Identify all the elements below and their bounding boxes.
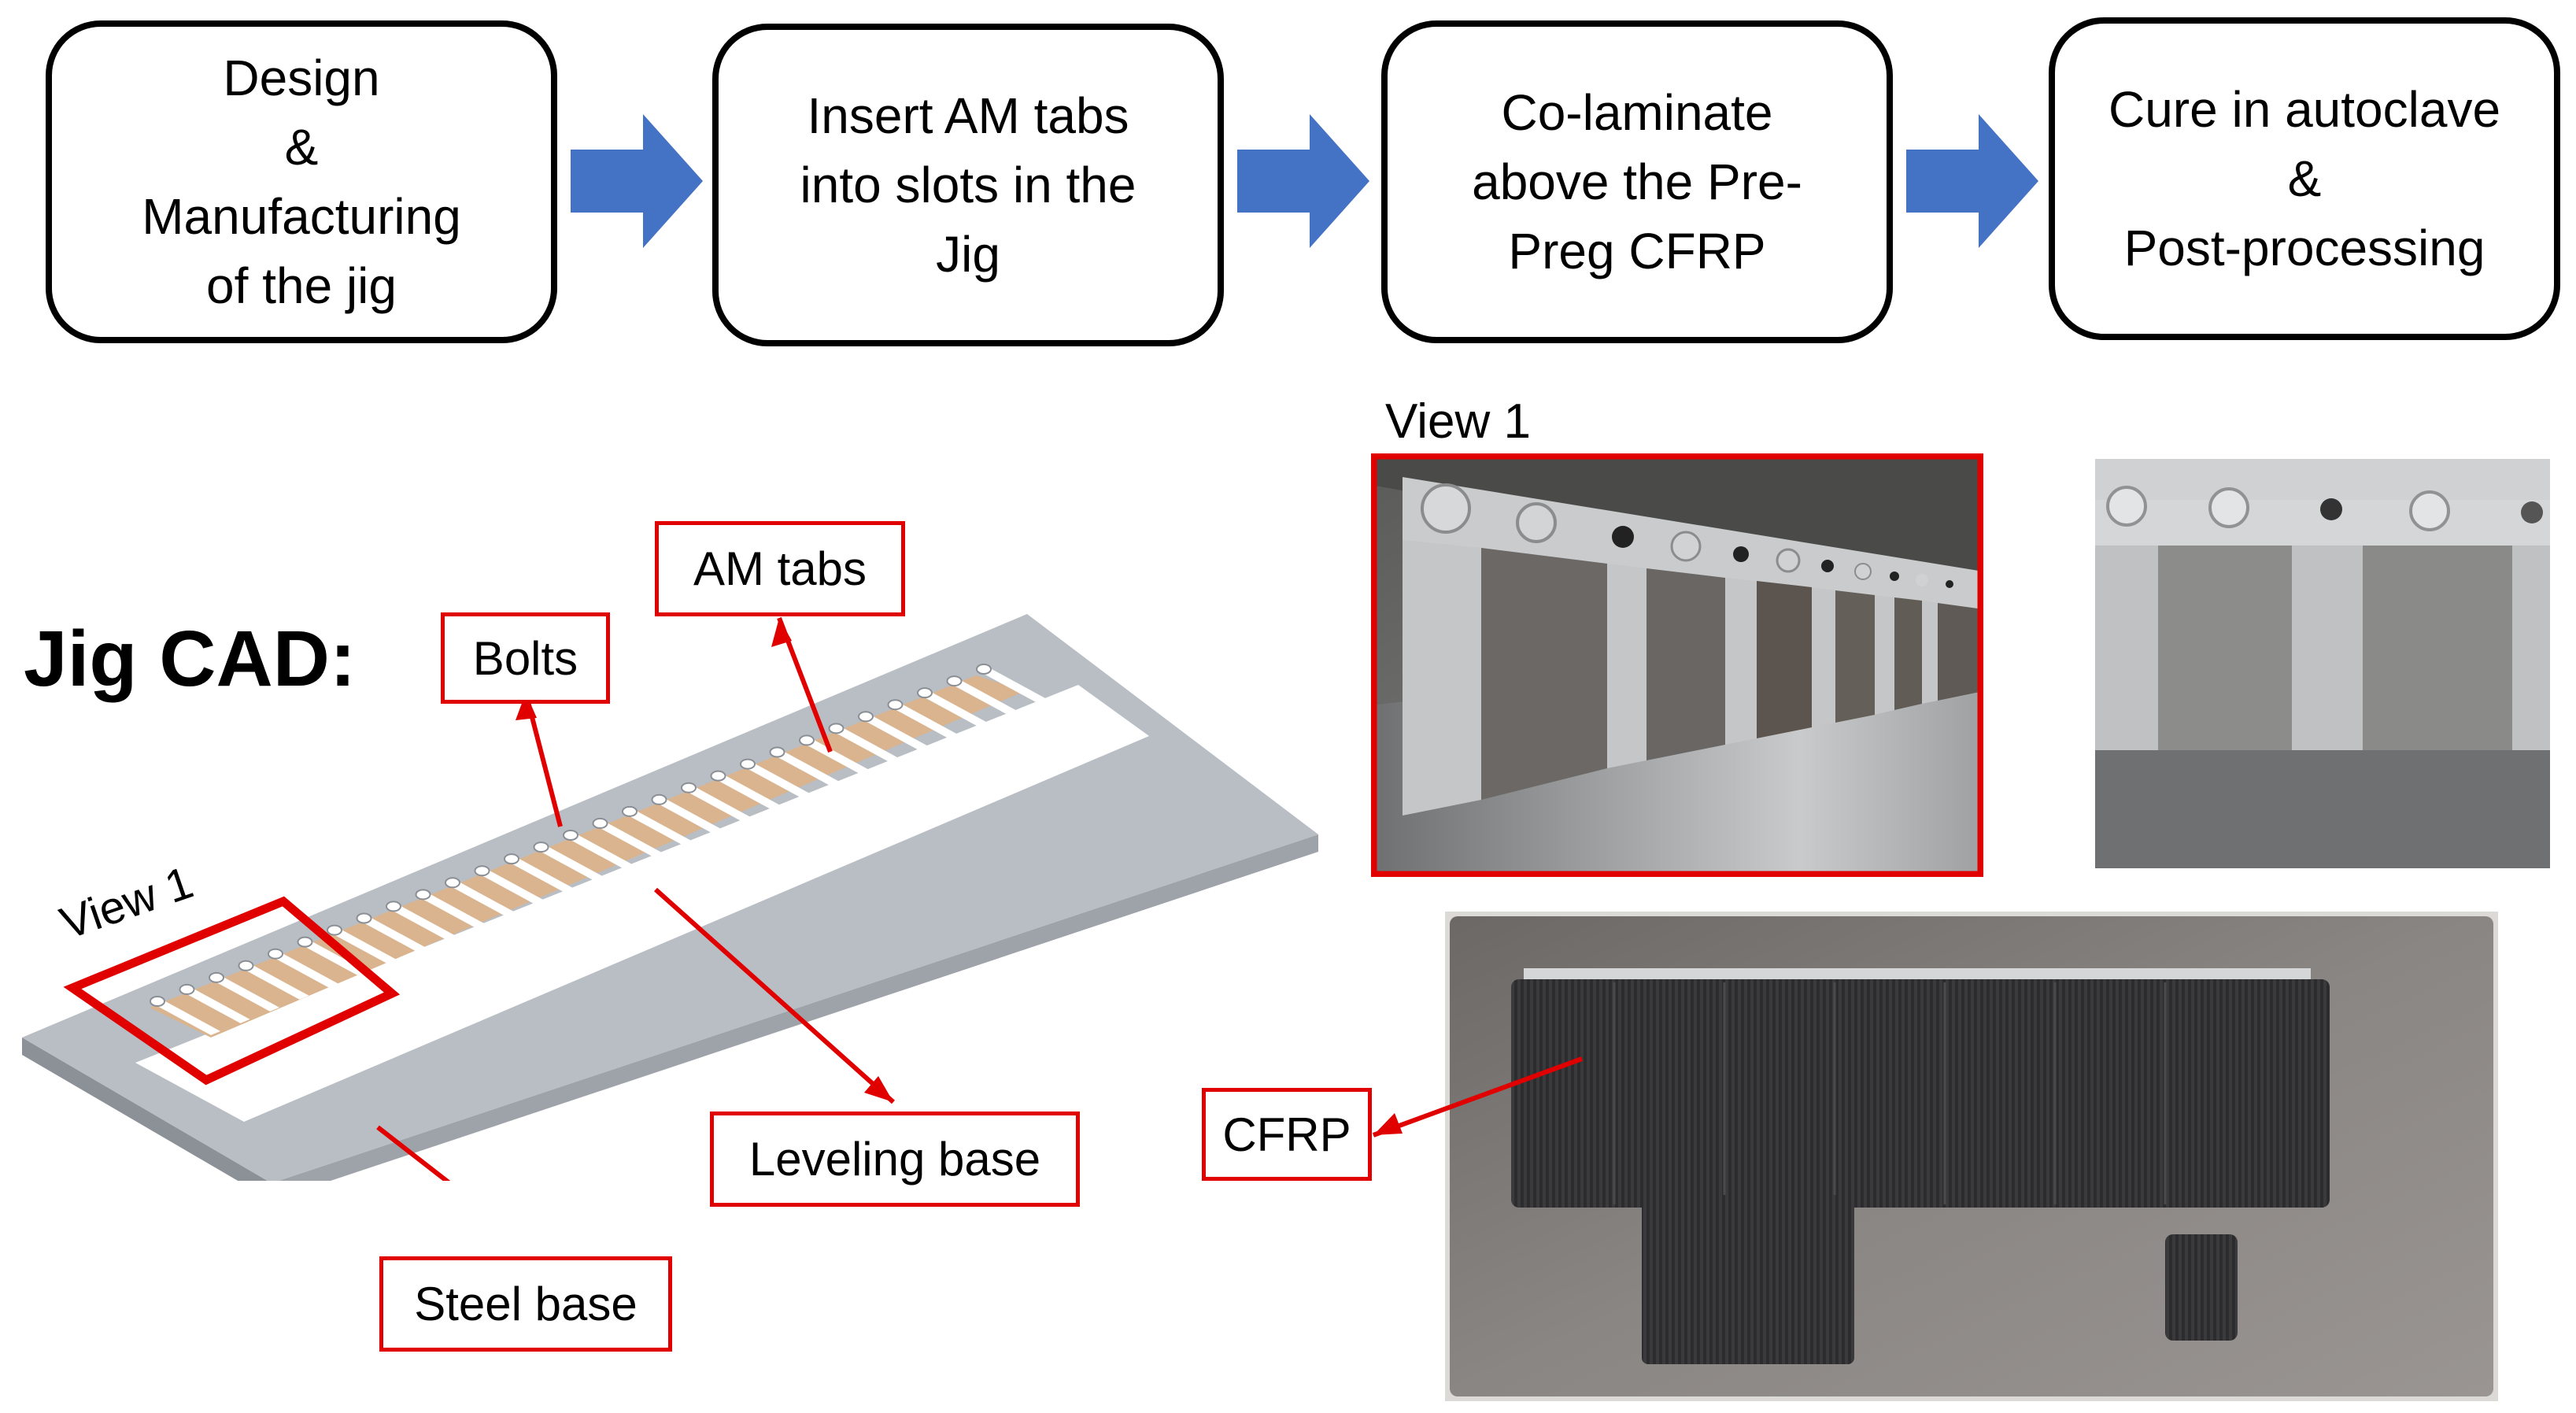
bolt-hole <box>179 983 195 995</box>
flow-step-cure: Cure in autoclave & Post-processing <box>2049 17 2560 340</box>
flow-arrow-2 <box>1237 114 1369 248</box>
am-tabs-label: AM tabs <box>655 521 905 616</box>
bolt-hole <box>681 782 697 793</box>
flow-step-line: & <box>2287 150 2322 207</box>
tab-divider <box>303 941 368 976</box>
tab-divider <box>451 882 516 917</box>
tab-divider <box>392 906 456 941</box>
flow-step-insert-tabs: Insert AM tabs into slots in the Jig <box>712 24 1224 346</box>
bolt-hole <box>799 734 815 746</box>
bolt-hole <box>474 865 490 877</box>
tab-divider <box>893 705 959 739</box>
tab-divider <box>244 965 309 1000</box>
flow-arrow-3 <box>1906 114 2038 248</box>
flow-step-design: Design & Manufacturing of the jig <box>46 20 557 343</box>
bolt-hole <box>592 817 608 829</box>
tab-divider <box>569 835 634 869</box>
leveling-base-leader-head <box>864 1076 893 1102</box>
tab-divider <box>687 787 752 822</box>
tab-divider <box>805 740 870 775</box>
tab-divider <box>598 823 663 857</box>
bolt-hole <box>769 746 785 758</box>
steel-base-leader <box>376 1125 451 1181</box>
tab-divider <box>274 953 338 988</box>
tab-divider <box>923 693 988 727</box>
flow-step-line: Manufacturing <box>142 188 461 245</box>
tab-divider <box>864 716 929 751</box>
bolt-holes <box>150 664 992 1007</box>
bolt-hole <box>946 675 963 687</box>
bolt-hole <box>415 889 431 901</box>
bolt-hole <box>651 793 667 805</box>
bolt-hole <box>828 723 844 734</box>
tab-divider <box>510 859 575 893</box>
bolt-hole <box>710 770 726 782</box>
bolts-label: Bolts <box>441 612 610 704</box>
bolt-hole <box>209 971 224 983</box>
bolt-hole <box>887 699 904 711</box>
bolt-hole <box>622 805 638 817</box>
leveling-base <box>135 685 1149 1122</box>
flow-step-co-laminate: Co-laminate above the Pre- Preg CFRP <box>1381 20 1893 343</box>
leveling-base-label: Leveling base <box>710 1112 1080 1207</box>
bolt-hole <box>297 936 313 948</box>
cfrp-label: CFRP <box>1202 1088 1372 1181</box>
bolt-hole <box>740 758 756 770</box>
steel-base-label: Steel base <box>379 1256 672 1352</box>
cad-title: Jig CAD: <box>24 615 357 703</box>
photo-view-1-label: View 1 <box>1385 394 1531 449</box>
bolt-hole <box>917 687 933 699</box>
view-1-photo <box>1371 453 1983 877</box>
bolt-hole <box>238 960 254 971</box>
tab-divider <box>333 930 397 964</box>
front-view-photo <box>2095 459 2550 868</box>
flow-step-line: into slots in the <box>800 157 1136 213</box>
tab-divider <box>775 752 841 786</box>
bolt-hole <box>504 853 519 865</box>
tab-divider <box>215 977 279 1012</box>
tab-divider <box>156 1001 220 1035</box>
cfrp-panel-photo <box>1445 912 2498 1401</box>
bolt-hole <box>533 842 549 853</box>
bolts-leader-head <box>516 693 537 720</box>
bolt-hole <box>976 664 992 675</box>
jig-cad-drawing <box>22 614 1318 1181</box>
flow-arrow-1 <box>571 114 703 248</box>
tab-divider <box>480 871 545 905</box>
tab-divider <box>746 764 811 798</box>
bolt-hole <box>150 996 165 1007</box>
tab-divider <box>982 669 1047 703</box>
leveling-base-leader <box>654 887 895 1104</box>
flow-step-line: & <box>284 119 319 176</box>
flow-step-line: Jig <box>936 226 1000 283</box>
bolt-hole <box>268 948 283 960</box>
flow-step-line: Co-laminate <box>1501 84 1773 141</box>
bolt-hole <box>356 912 372 924</box>
tab-divider <box>716 775 782 810</box>
bolt-hole <box>858 711 874 723</box>
tab-divider <box>657 799 723 834</box>
tab-divider <box>185 989 250 1023</box>
flow-step-line: of the jig <box>206 257 397 314</box>
tab-divider <box>834 728 900 763</box>
bolt-hole <box>563 830 578 841</box>
bolt-hole <box>386 901 401 912</box>
flow-step-line: Preg CFRP <box>1508 223 1766 279</box>
tab-divider <box>952 681 1018 716</box>
tab-divider <box>362 918 427 952</box>
flow-step-line: Post-processing <box>2123 220 2485 276</box>
bolt-hole <box>445 877 460 889</box>
flow-step-line: Insert AM tabs <box>807 87 1129 144</box>
flow-step-line: above the Pre- <box>1472 154 1802 210</box>
tab-dividers <box>156 669 1047 1035</box>
tab-divider <box>421 894 486 929</box>
am-tabs-leader-head <box>771 618 792 647</box>
tab-divider <box>539 847 604 882</box>
view-1-highlight <box>63 896 401 1086</box>
flow-step-line: Cure in autoclave <box>2108 81 2501 138</box>
bolt-hole <box>327 924 342 936</box>
tab-divider <box>628 811 693 845</box>
flow-step-line: Design <box>223 50 380 106</box>
